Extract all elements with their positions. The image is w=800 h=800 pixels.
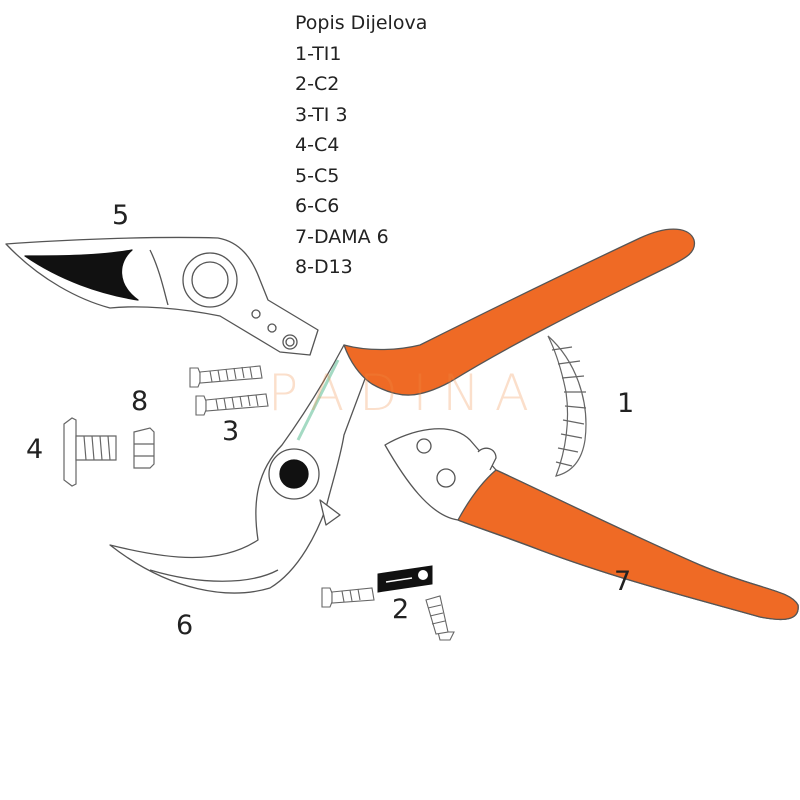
- callout-3: 3: [222, 416, 240, 447]
- legend-title: Popis Dijelova: [295, 12, 428, 34]
- parts-legend: Popis Dijelova 1-TI1 2-C2 3-TI 3 4-C4 5-…: [295, 10, 427, 285]
- screw-a: [189, 365, 263, 388]
- legend-item: 3-TI 3: [295, 103, 348, 126]
- screw-d: [425, 595, 455, 641]
- callout-7: 7: [614, 566, 632, 597]
- screw-b: [195, 393, 269, 416]
- screws: [189, 365, 455, 641]
- part-1-spring: [547, 335, 587, 477]
- callout-6: 6: [176, 610, 194, 641]
- watermark-text: PADINA: [268, 364, 545, 422]
- legend-item: 8-D13: [295, 256, 353, 278]
- legend-item: 7-DAMA 6: [295, 225, 389, 248]
- part-2-plate: [377, 565, 433, 593]
- callout-4: 4: [26, 434, 44, 465]
- part-5-upper-blade: [5, 236, 319, 356]
- legend-item: 1-TI1: [295, 42, 342, 65]
- callout-8: 8: [131, 386, 149, 417]
- watermark-slash: [296, 359, 340, 441]
- legend-item: 2-C2: [295, 73, 340, 95]
- screw-c: [321, 587, 375, 608]
- legend-item: 6-C6: [295, 195, 340, 217]
- part-7-handles: [343, 228, 799, 621]
- callout-5: 5: [112, 200, 130, 231]
- part-4-bolt: [63, 417, 117, 487]
- part-8-nut: [133, 427, 155, 469]
- callout-2: 2: [392, 594, 410, 625]
- callout-1: 1: [617, 388, 635, 419]
- legend-item: 5-C5: [295, 164, 340, 187]
- legend-item: 4-C4: [295, 134, 340, 156]
